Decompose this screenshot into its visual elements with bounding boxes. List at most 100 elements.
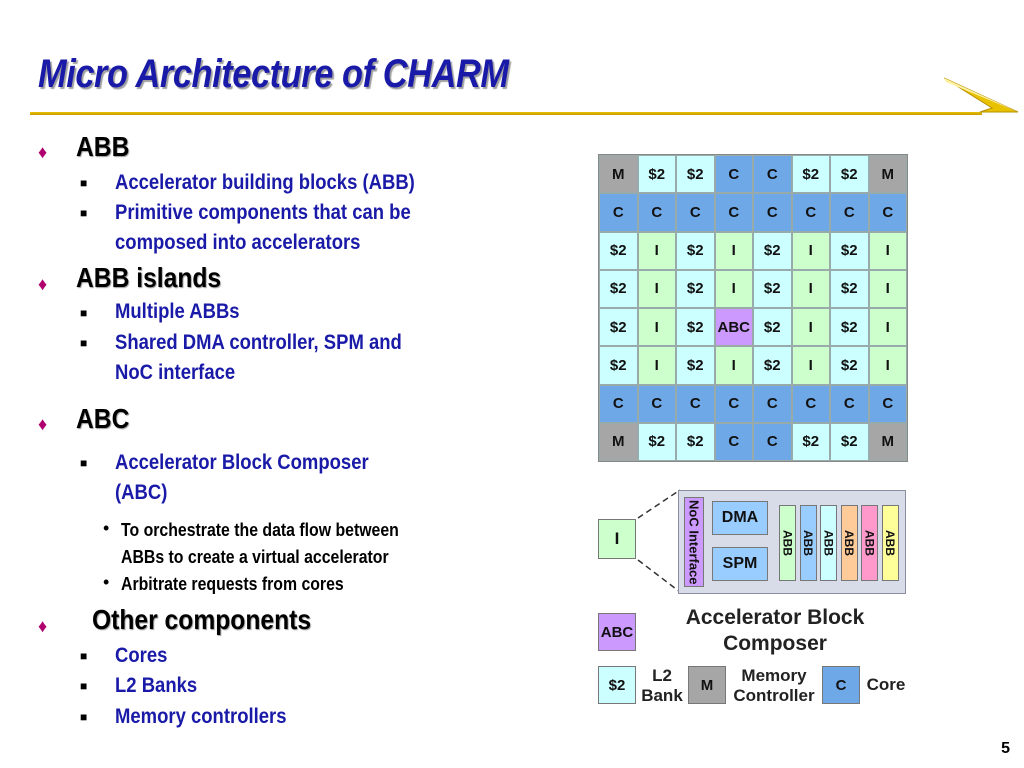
grid-tile: C [714,155,753,194]
grid-tile: I [637,346,676,385]
abb-block: ABB [840,505,858,581]
abb-block: ABB [820,505,837,581]
grid-tile: $2 [830,269,869,308]
grid-tile: C [791,384,830,423]
grid-tile: I [714,269,753,308]
bullet-other-l2: L2 Banks [115,674,198,697]
grid-tile: $2 [637,422,676,461]
legend-l2-line1: L2 [652,666,672,685]
grid-tile: C [830,384,869,423]
legend-l2-box: $2 [598,666,636,704]
abb-block: ABB [779,505,796,581]
diamond-bullet-icon: ♦ [38,414,48,434]
bullet-abc-pt1: To orchestrate the data flow between [121,520,399,540]
grid-tile: I [637,231,676,270]
bullet-abb-sub1: Accelerator building blocks (ABB) [115,171,415,194]
abb-block: ABB [881,505,899,581]
grid-tile: M [599,422,638,461]
grid-tile: C [714,384,753,423]
grid-tile: C [676,193,715,232]
grid-tile: C [753,422,792,461]
grid-tile: C [868,193,907,232]
grid-tile: I [868,269,907,308]
bullet-abb-sub2: Primitive components that can be [115,201,411,224]
grid-tile: $2 [599,346,638,385]
grid-tile: I [868,308,907,347]
square-bullet-icon: ■ [80,176,88,190]
square-bullet-icon: ■ [80,649,88,663]
legend-l2-line2: Bank [641,686,683,705]
grid-tile: $2 [830,422,869,461]
grid-tile: C [676,384,715,423]
grid-tile: $2 [676,155,715,194]
bullet-other-mem: Memory controllers [115,705,287,728]
bullet-abb-sub2-cont: composed into accelerators [115,231,361,254]
legend-m-box: M [688,666,726,704]
grid-tile: C [753,384,792,423]
grid-tile: $2 [753,346,792,385]
grid-tile: C [791,193,830,232]
grid-tile: $2 [599,308,638,347]
legend-c-box: C [822,666,860,704]
grid-tile: C [714,193,753,232]
grid-tile: I [637,269,676,308]
grid-tile: $2 [676,346,715,385]
grid-tile: $2 [791,155,830,194]
grid-tile: C [753,193,792,232]
legend-m-line1: Memory [741,666,807,685]
grid-tile: $2 [830,308,869,347]
bullet-islands-sub1: Multiple ABBs [115,300,240,323]
square-bullet-icon: ■ [80,206,88,220]
bullet-abc-pt2: Arbitrate requests from cores [121,574,344,594]
legend-m-label: Memory Controller [728,666,820,706]
grid-tile: I [791,231,830,270]
grid-tile: $2 [753,308,792,347]
grid-tile: I [637,308,676,347]
arrow-decoration [943,77,1019,113]
grid-tile: $2 [676,308,715,347]
legend-abc-line2: Composer [723,632,827,655]
noc-interface-box: NoC Interface [684,497,704,587]
bullet-abc: ABC [76,403,130,434]
legend-abc-label: Accelerator Block Composer [650,605,900,657]
grid-tile: $2 [791,422,830,461]
bullet-islands-sub2-cont: NoC interface [115,361,236,384]
grid-tile: C [599,193,638,232]
grid-tile: C [637,384,676,423]
grid-tile: I [868,231,907,270]
grid-tile: $2 [637,155,676,194]
bullet-other: Other components [92,604,312,635]
grid-tile: $2 [830,155,869,194]
slide-title: Micro Architecture of CHARM [38,52,509,96]
grid-tile: I [791,346,830,385]
grid-tile: I [791,308,830,347]
grid-tile: I [714,346,753,385]
grid-tile: M [599,155,638,194]
diamond-bullet-icon: ♦ [38,274,48,294]
grid-tile: $2 [676,269,715,308]
grid-tile: $2 [753,231,792,270]
grid-tile: C [637,193,676,232]
square-bullet-icon: ■ [80,456,88,470]
grid-tile: I [791,269,830,308]
grid-tile: M [868,155,907,194]
island-i-box: I [598,519,636,559]
bullet-abb: ABB [76,131,130,162]
legend-abc-line1: Accelerator Block [685,606,865,629]
square-bullet-icon: ■ [80,306,88,320]
grid-tile: $2 [676,231,715,270]
grid-tile: C [714,422,753,461]
grid-tile: $2 [830,346,869,385]
legend-abc-box: ABC [598,613,636,651]
dma-box: DMA [712,501,768,535]
square-bullet-icon: ■ [80,710,88,724]
grid-tile: C [868,384,907,423]
abb-block: ABB [799,505,817,581]
bullet-islands-sub2: Shared DMA controller, SPM and [115,331,402,354]
square-bullet-icon: ■ [80,336,88,350]
title-underline [30,112,982,115]
grid-tile: I [868,346,907,385]
legend-l2-label: L2 Bank [638,666,686,706]
bullet-abc-sub1: Accelerator Block Composer [115,451,369,474]
